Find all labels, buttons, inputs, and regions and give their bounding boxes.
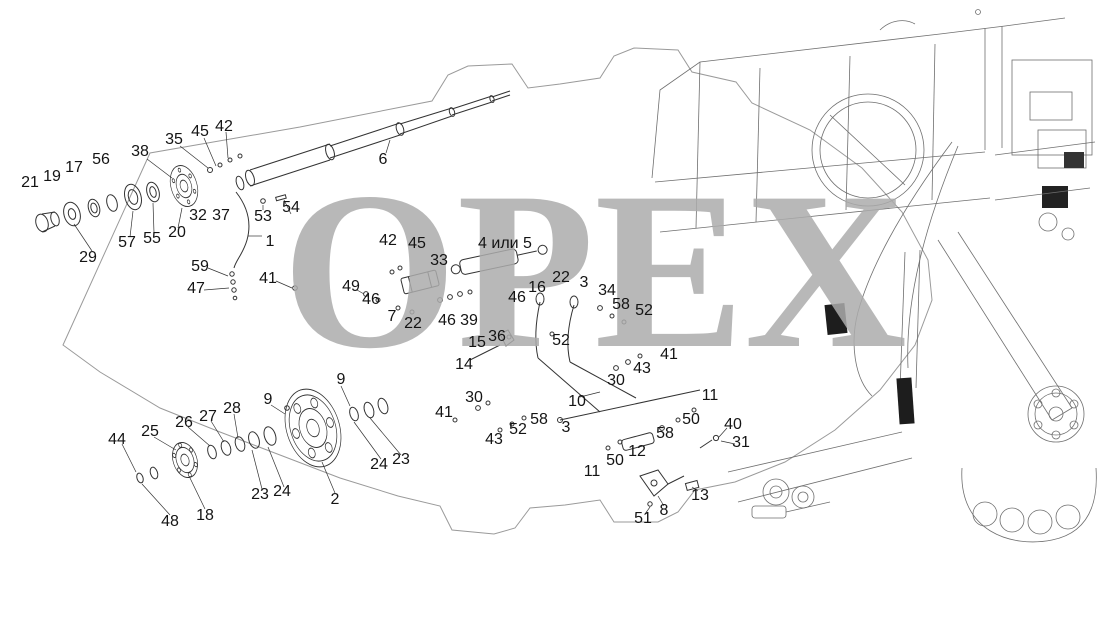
part-callout-42: 42 <box>379 232 397 249</box>
part-callout-22: 22 <box>552 269 570 286</box>
part-callout-26: 26 <box>175 414 193 431</box>
part-callout-9: 9 <box>336 371 346 388</box>
part-callout-58: 58 <box>530 411 548 428</box>
part-callout-57: 57 <box>118 234 136 251</box>
parts-drawing <box>35 90 736 516</box>
part-callout-25: 25 <box>141 423 159 440</box>
part-callout-4-или-5: 4 или 5 <box>478 235 532 252</box>
part-callout-46: 46 <box>362 291 380 308</box>
part-callout-40: 40 <box>724 416 742 433</box>
part-callout-42: 42 <box>215 118 233 135</box>
part-callout-23: 23 <box>392 451 410 468</box>
part-callout-50: 50 <box>682 411 700 428</box>
part-callout-51: 51 <box>634 510 652 527</box>
part-callout-18: 18 <box>196 507 214 524</box>
part-callout-45: 45 <box>191 123 209 140</box>
part-callout-56: 56 <box>92 151 110 168</box>
part-callout-13: 13 <box>691 487 709 504</box>
part-callout-49: 49 <box>342 278 360 295</box>
part-callout-30: 30 <box>465 389 483 406</box>
part-callout-10: 10 <box>568 393 586 410</box>
part-callout-8: 8 <box>659 502 669 519</box>
part-callout-41: 41 <box>259 270 277 287</box>
part-callout-24: 24 <box>370 456 388 473</box>
part-callout-45: 45 <box>408 235 426 252</box>
part-callout-48: 48 <box>161 513 179 530</box>
part-callout-3: 3 <box>579 274 589 291</box>
part-callout-7: 7 <box>387 308 397 325</box>
part-callout-11: 11 <box>583 463 601 480</box>
part-callout-9: 9 <box>263 391 273 408</box>
part-callout-15: 15 <box>468 334 486 351</box>
leader-lines <box>73 131 736 516</box>
part-callout-58: 58 <box>612 296 630 313</box>
part-callout-32: 32 <box>189 207 207 224</box>
part-callout-16: 16 <box>528 279 546 296</box>
part-callout-47: 47 <box>187 280 205 297</box>
part-callout-11: 11 <box>701 387 719 404</box>
part-callout-39: 39 <box>460 312 478 329</box>
part-callout-46: 46 <box>508 289 526 306</box>
part-callout-46: 46 <box>438 312 456 329</box>
part-callout-41: 41 <box>435 404 453 421</box>
part-callout-20: 20 <box>168 224 186 241</box>
part-callout-55: 55 <box>143 230 161 247</box>
part-callout-52: 52 <box>635 302 653 319</box>
part-callout-30: 30 <box>607 372 625 389</box>
part-callout-38: 38 <box>131 143 149 160</box>
part-callout-43: 43 <box>633 360 651 377</box>
part-callout-41: 41 <box>660 346 678 363</box>
part-callout-6: 6 <box>378 151 388 168</box>
part-callout-33: 33 <box>430 252 448 269</box>
gear-border <box>62 47 933 535</box>
part-callout-24: 24 <box>273 483 291 500</box>
part-callout-23: 23 <box>251 486 269 503</box>
harvester-sketch <box>651 9 1097 543</box>
part-callout-36: 36 <box>488 328 506 345</box>
part-callout-12: 12 <box>628 443 646 460</box>
part-callout-31: 31 <box>732 434 750 451</box>
part-callout-22: 22 <box>404 315 422 332</box>
part-callout-59: 59 <box>191 258 209 275</box>
part-callout-58: 58 <box>656 425 674 442</box>
part-callout-44: 44 <box>108 431 126 448</box>
part-callout-17: 17 <box>65 159 83 176</box>
part-callout-43: 43 <box>485 431 503 448</box>
part-callout-3: 3 <box>561 419 571 436</box>
part-callout-53: 53 <box>254 208 272 225</box>
part-callout-50: 50 <box>606 452 624 469</box>
part-callout-21: 21 <box>21 174 39 191</box>
part-callout-54: 54 <box>282 199 300 216</box>
part-callout-27: 27 <box>199 408 217 425</box>
part-callout-1: 1 <box>265 233 275 250</box>
part-callout-52: 52 <box>552 332 570 349</box>
part-callout-34: 34 <box>598 282 616 299</box>
part-callout-29: 29 <box>79 249 97 266</box>
part-callout-37: 37 <box>212 207 230 224</box>
part-callout-28: 28 <box>223 400 241 417</box>
part-callout-19: 19 <box>43 168 61 185</box>
part-callout-14: 14 <box>455 356 473 373</box>
part-callout-35: 35 <box>165 131 183 148</box>
part-callout-52: 52 <box>509 421 527 438</box>
part-callout-2: 2 <box>330 491 340 508</box>
